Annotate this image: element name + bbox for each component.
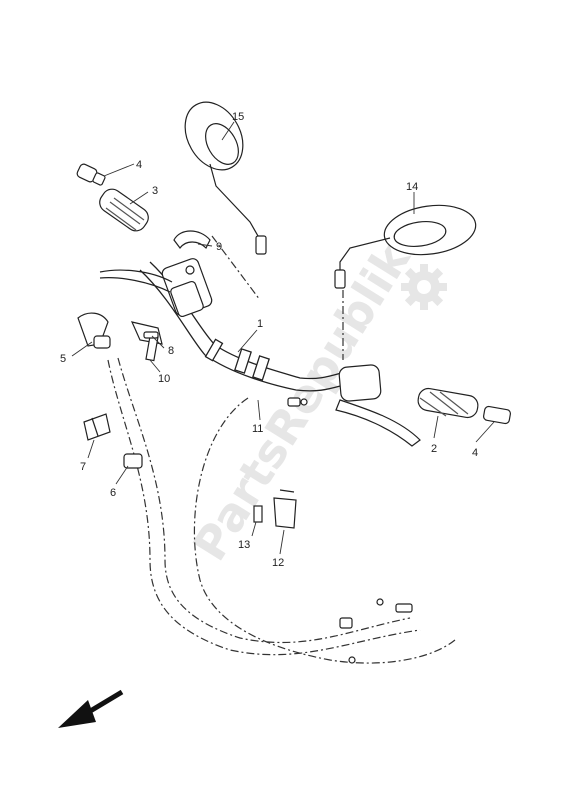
- callout-5: 5: [60, 353, 66, 365]
- callout-15: 15: [232, 111, 244, 123]
- cable-11-end: [287, 397, 308, 407]
- arrow-down-left-icon: [58, 689, 124, 728]
- callout-8: 8: [168, 345, 174, 357]
- clip-6: [123, 453, 143, 469]
- clip-7: [83, 413, 111, 441]
- callout-6: 6: [110, 487, 116, 499]
- cable-end-bottom: [339, 598, 413, 664]
- callout-1: 1: [257, 318, 263, 330]
- right-grip: [417, 387, 479, 419]
- left-lever-5: [77, 312, 111, 349]
- clamp-9: [173, 230, 211, 250]
- callout-4-left: 4: [136, 159, 142, 171]
- callout-3: 3: [152, 185, 158, 197]
- left-bar-end-weight: [76, 163, 106, 186]
- callout-7: 7: [80, 461, 86, 473]
- throttle-cable: [193, 397, 456, 664]
- callout-14: 14: [406, 181, 418, 193]
- callout-2: 2: [431, 443, 437, 455]
- screw-13: [253, 505, 263, 523]
- callout-9: 9: [216, 241, 222, 253]
- bracket-12: [273, 489, 297, 529]
- left-switch-assembly: [99, 258, 213, 318]
- callout-12: 12: [272, 557, 284, 569]
- mirror-15: [184, 101, 267, 255]
- screw-10: [143, 331, 159, 362]
- right-switch-assembly: [335, 364, 421, 447]
- left-grip: [99, 188, 149, 232]
- mirror-14: [334, 204, 477, 289]
- leader-lines: [71, 121, 495, 555]
- callout-10: 10: [158, 373, 170, 385]
- callout-13: 13: [238, 539, 250, 551]
- clutch-cable-outer: [107, 359, 421, 656]
- right-bar-end-weight: [483, 405, 511, 425]
- callout-11: 11: [252, 423, 263, 435]
- gear-icon: [401, 264, 447, 310]
- callout-labels: 1 2 3 4 4 5 6 7 8 9 10 11 12 13 14 15: [60, 111, 478, 569]
- mirror-15-leader: [211, 235, 261, 301]
- cable-routing: [107, 235, 456, 664]
- callout-4-right: 4: [472, 447, 478, 459]
